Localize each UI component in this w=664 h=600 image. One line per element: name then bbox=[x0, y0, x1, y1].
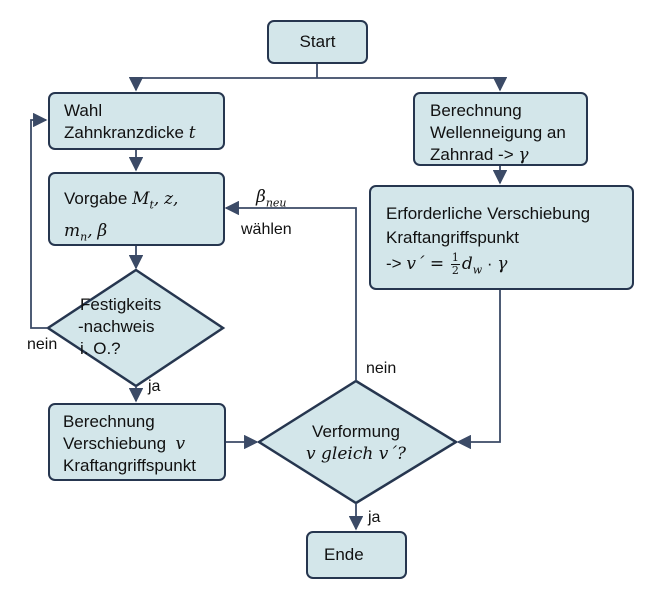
label-ja-festigkeit: ja bbox=[148, 378, 161, 395]
verformung-line1: Verformung bbox=[312, 422, 400, 441]
wahl-var: t bbox=[188, 123, 196, 143]
erforderlich-vp: v´ = bbox=[406, 254, 445, 274]
berechnung-v-line1: Berechnung bbox=[63, 412, 155, 431]
vorgabe-mn: mn, bbox=[64, 221, 93, 244]
erforderlich-dot: · bbox=[486, 254, 493, 273]
vorgabe-z: z, bbox=[164, 189, 179, 209]
berechnung-w-line3-row: Zahnrad -> γ bbox=[430, 144, 586, 166]
vorgabe-prefix: Vorgabe bbox=[64, 189, 128, 208]
berechnung-v-line3: Kraftangriffspunkt bbox=[63, 456, 196, 475]
berechnung-v-node: Berechnung Verschiebung v Kraftangriffsp… bbox=[48, 403, 226, 481]
label-nein-right: nein bbox=[366, 360, 397, 377]
berechnung-v-var: v bbox=[175, 434, 186, 454]
wahl-line2: Zahnkranzdicke bbox=[64, 123, 185, 142]
festigkeit-text: Festigkeits -nachweis i. O.? bbox=[62, 294, 216, 360]
vorgabe-line1: Vorgabe Mt, z, bbox=[64, 186, 223, 218]
erforderlich-gamma: γ bbox=[497, 254, 508, 274]
ende-node: Ende bbox=[306, 531, 407, 579]
vorgabe-node: Vorgabe Mt, z, mn, β bbox=[48, 172, 225, 246]
label-beta-neu: βneu bbox=[256, 187, 287, 210]
festigkeit-line3: i. O.? bbox=[80, 339, 121, 358]
vorgabe-mt: Mt, bbox=[132, 189, 160, 212]
arrow-verformung-nein-back bbox=[224, 200, 357, 381]
label-ja-verformung: ja bbox=[368, 509, 381, 526]
festigkeit-line2: -nachweis bbox=[78, 317, 155, 336]
ende-label: Ende bbox=[324, 545, 364, 564]
vorgabe-beta: β bbox=[97, 221, 108, 242]
label-nein-left: nein bbox=[27, 336, 58, 353]
erforderlich-line1: Erforderliche Verschiebung bbox=[386, 204, 591, 223]
berechnung-w-line2: Wellenneigung an bbox=[430, 123, 566, 142]
berechnung-w-node: Berechnung Wellenneigung an Zahnrad -> γ bbox=[413, 92, 588, 166]
start-node: Start bbox=[267, 20, 368, 64]
verformung-text: Verformung v gleich v´? bbox=[281, 421, 431, 465]
erforderlich-dw: dw bbox=[461, 254, 483, 277]
berechnung-w-var: γ bbox=[518, 145, 529, 165]
berechnung-w-line1: Berechnung bbox=[430, 101, 522, 120]
vorgabe-line2: mn, β bbox=[64, 218, 223, 250]
verformung-line2: v gleich v´? bbox=[306, 444, 406, 464]
arrow-erforderlich-verformung bbox=[456, 290, 501, 450]
wahl-line2-row: Zahnkranzdicke t bbox=[64, 122, 223, 144]
erforderlich-line2: Kraftangriffspunkt bbox=[386, 228, 519, 247]
wahl-node: Wahl Zahnkranzdicke t bbox=[48, 92, 225, 150]
erforderlich-node: Erforderliche Verschiebung Kraftangriffs… bbox=[369, 185, 634, 290]
wahl-line1: Wahl bbox=[64, 101, 103, 120]
arrow-nein-loop bbox=[30, 112, 48, 329]
berechnung-v-line2-row: Verschiebung v bbox=[63, 433, 224, 455]
festigkeit-line1: Festigkeits bbox=[80, 295, 162, 314]
label-waehlen: wählen bbox=[241, 221, 292, 238]
berechnung-w-line3: Zahnrad -> bbox=[430, 145, 514, 164]
erforderlich-arrow: -> bbox=[386, 254, 402, 273]
berechnung-v-line2: Verschiebung bbox=[63, 434, 167, 453]
start-label: Start bbox=[299, 32, 336, 51]
